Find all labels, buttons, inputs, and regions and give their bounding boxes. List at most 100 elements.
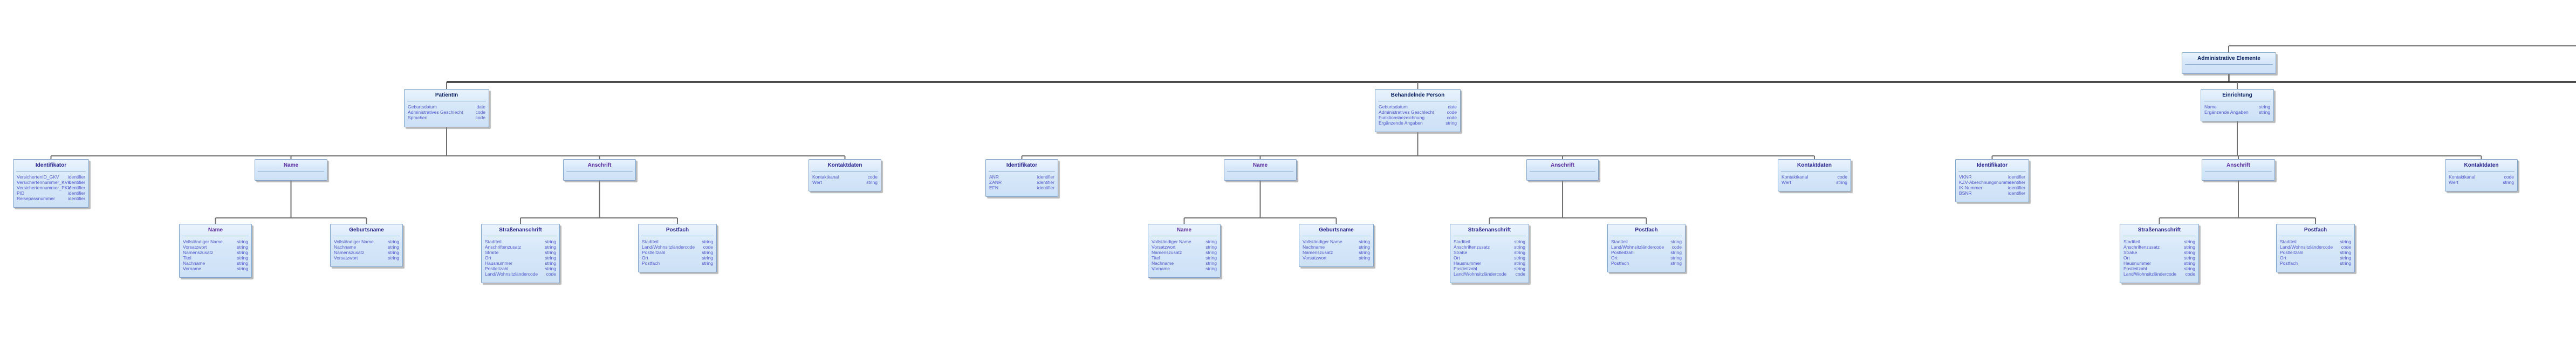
node-m_name[interactable]: Name: [1224, 159, 1297, 181]
attr-type: string: [1205, 266, 1217, 271]
node-title[interactable]: Name: [283, 162, 299, 168]
node-title[interactable]: Postfach: [2304, 227, 2327, 233]
node-title[interactable]: PatientIn: [435, 92, 458, 98]
node-title[interactable]: Einrichtung: [2222, 92, 2252, 98]
attr-type: string: [1670, 255, 1682, 261]
attr-name: Kontaktkanal: [2449, 174, 2476, 180]
node-l_name[interactable]: Name: [255, 159, 327, 181]
attr-type: string: [2184, 239, 2195, 244]
attribute-list: [1224, 172, 1296, 174]
node-title[interactable]: Postfach: [1635, 227, 1658, 233]
attribute-list: [1527, 172, 1598, 174]
attr-name: Hausnummer: [485, 261, 513, 266]
node-m_anschrift[interactable]: Anschrift: [1526, 159, 1599, 181]
attr-type: string: [2340, 255, 2351, 261]
node-l_anschrift[interactable]: Anschrift: [563, 159, 636, 181]
node-title[interactable]: Administrative Elemente: [2197, 56, 2260, 61]
attr-name: IK-Nummer: [1959, 185, 1983, 190]
attr-type: code: [475, 109, 485, 115]
node-title[interactable]: Identifikator: [1006, 162, 1038, 168]
node-title[interactable]: Name: [1252, 162, 1268, 168]
attr-type: code: [1447, 115, 1457, 120]
node-r_anschrift[interactable]: Anschrift: [2202, 159, 2275, 181]
attr-name: KZV-Abrechnungsnummer: [1959, 180, 2013, 185]
attr-name: Land/Wohnsitzländercode: [2123, 271, 2177, 277]
attr-name: Nachname: [334, 244, 357, 250]
attr-type: date: [1448, 104, 1457, 109]
attr-name: Geburtsdatum: [1379, 104, 1408, 109]
title-separator: [1530, 171, 1595, 172]
node-title[interactable]: Identifikator: [35, 162, 67, 168]
attr-name: Namenszusatz: [334, 250, 365, 255]
node-title[interactable]: Straßenanschrift: [2137, 227, 2181, 233]
attr-name: EFN: [989, 185, 998, 190]
attr-type: string: [1514, 255, 1525, 261]
node-title[interactable]: Straßenanschrift: [1468, 227, 1511, 233]
node-title[interactable]: Behandelnde Person: [1390, 92, 1445, 98]
attr-name: Kontaktkanal: [812, 174, 839, 180]
node-title[interactable]: Straßenanschrift: [499, 227, 542, 233]
node-title[interactable]: Anschrift: [1551, 162, 1574, 168]
attr-type: identifier: [1037, 174, 1054, 180]
attr-type: identifier: [67, 190, 85, 196]
node-title[interactable]: Anschrift: [587, 162, 612, 168]
node-title[interactable]: Kontaktdaten: [2464, 162, 2499, 168]
node-title[interactable]: Geburtsname: [1319, 227, 1354, 233]
attr-type: code: [1447, 109, 1457, 115]
node-title[interactable]: Postfach: [666, 227, 689, 233]
attr-type: string: [1205, 239, 1217, 244]
attr-name: Versichertennummer_PKV: [17, 185, 71, 190]
node-title[interactable]: Identifikator: [1976, 162, 2008, 168]
node-title[interactable]: Anschrift: [2226, 162, 2250, 168]
title-separator: [1227, 171, 1293, 172]
attr-type: string: [2184, 261, 2195, 266]
node-title[interactable]: Kontaktdaten: [827, 162, 862, 168]
attr-name: Wert: [2449, 180, 2458, 185]
title-separator: [1781, 171, 1848, 172]
attr-name: ANR: [989, 174, 999, 180]
attr-name: Stadtteil: [1611, 239, 1628, 244]
node-title[interactable]: Name: [208, 227, 223, 233]
node-admin[interactable]: Administrative Elemente: [2182, 52, 2276, 74]
node-title[interactable]: Name: [1176, 227, 1192, 233]
node-title[interactable]: Kontaktdaten: [1797, 162, 1832, 168]
node-title[interactable]: Geburtsname: [349, 227, 384, 233]
attr-name: Ergänzende Angaben: [1379, 120, 1423, 126]
attr-type: code: [475, 115, 485, 120]
